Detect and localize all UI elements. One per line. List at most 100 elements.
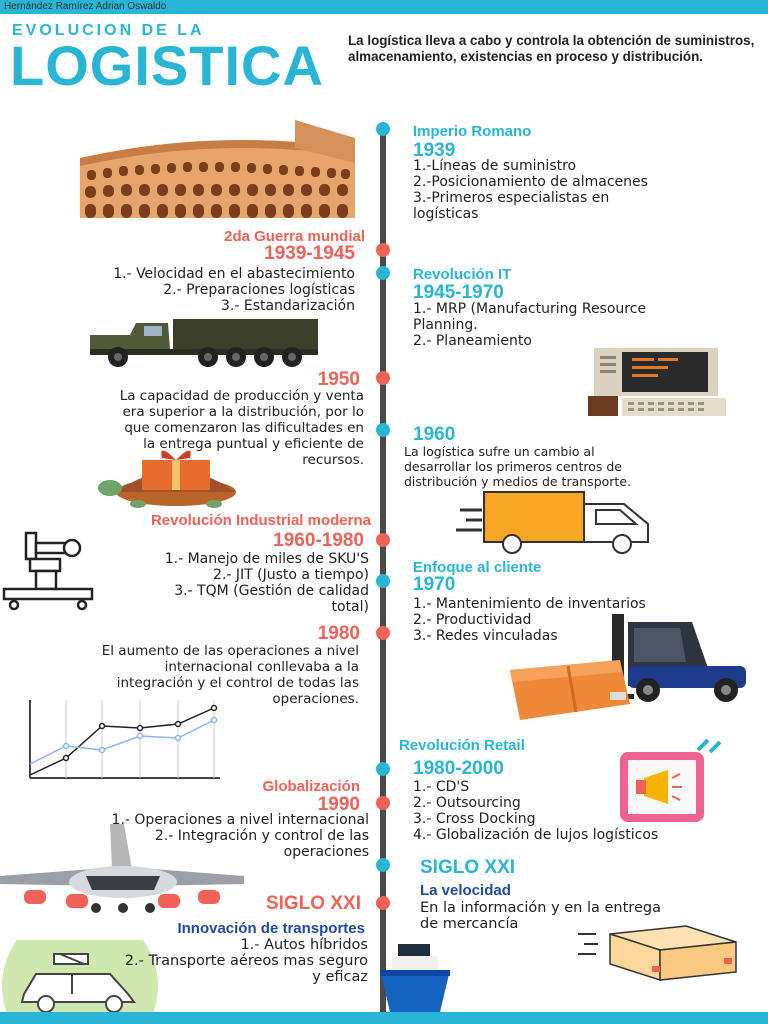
list-item: 3.- Estandarización — [220, 298, 355, 314]
timeline-dot — [376, 266, 390, 280]
text-line: internacional conllevaba a la — [164, 659, 359, 675]
text-line: El aumento de las operaciones a nivel — [101, 643, 359, 659]
cliente-title: Enfoque al cliente — [413, 559, 542, 576]
y1980-text: El aumento de las operaciones a nivel in… — [102, 643, 359, 707]
siglo-right-title: SIGLO XXI — [420, 857, 516, 878]
text-line: En la información y en la entrega — [420, 900, 661, 916]
list-item: 4.- Globalización de lujos logísticos — [413, 827, 659, 843]
text-line: la entrega puntual y eficiente de — [143, 436, 364, 452]
list-item: y eficaz — [312, 969, 368, 985]
guerra-year: 1939-1945 — [264, 243, 355, 264]
retail-title: Revolución Retail — [399, 737, 525, 754]
hybrid-car-icon — [2, 940, 158, 1016]
line-chart-icon — [29, 700, 220, 779]
timeline-dot — [376, 243, 390, 257]
y1960-text: La logística sufre un cambio al desarrol… — [404, 444, 631, 489]
list-item: 1.- Manejo de miles de SKU'S — [164, 551, 369, 567]
list-item: operaciones — [283, 844, 369, 860]
siglo-left-list: 1.- Autos híbridos 2.- Transporte aéreos… — [125, 937, 368, 985]
list-item: 3.- TQM (Gestión de calidad — [174, 583, 369, 599]
turtle-gift-icon — [98, 450, 236, 508]
retail-year: 1980-2000 — [413, 758, 504, 779]
list-item: 2.-Posicionamiento de almacenes — [413, 174, 648, 190]
industrial-list: 1.- Manejo de miles de SKU'S 2.- JIT (Ju… — [165, 551, 369, 615]
industrial-year: 1960-1980 — [273, 530, 364, 551]
list-item: total) — [331, 599, 369, 615]
list-item: logísticas — [413, 206, 479, 222]
list-item: 1.- MRP (Manufacturing Resource — [413, 301, 647, 317]
colosseum-icon — [80, 120, 355, 218]
list-item: 1.- Operaciones a nivel internacional — [111, 812, 369, 828]
timeline-dot — [376, 762, 390, 776]
list-item: 3.- Redes vinculadas — [413, 628, 558, 644]
revit-year: 1945-1970 — [413, 282, 504, 303]
intro-text: La logística lleva a cabo y controla la … — [348, 33, 755, 64]
y1960-year: 1960 — [413, 424, 456, 445]
imperio-list: 1.-Líneas de suministro 2.-Posicionamien… — [413, 158, 648, 222]
siglo-right-subtitle: La velocidad — [420, 882, 511, 899]
timeline-dot — [376, 626, 390, 640]
guerra-list: 1.- Velocidad en el abastecimiento 2.- P… — [113, 266, 355, 314]
timeline-dot — [376, 858, 390, 872]
military-truck-icon — [90, 319, 318, 367]
text-line: recursos. — [302, 452, 364, 468]
timeline-dot — [376, 371, 390, 385]
top-bar: Hernández Ramírez Adrian Oswaldo — [0, 0, 768, 14]
text-line: integración y el control de todas las — [116, 675, 359, 691]
industrial-title: Revolución Industrial moderna — [150, 512, 371, 529]
list-item: 2.- Transporte aéreos mas seguro — [124, 953, 368, 969]
imperio-year: 1939 — [413, 140, 456, 161]
list-item: 1.- Velocidad en el abastecimiento — [113, 266, 355, 282]
robot-arm-icon — [2, 531, 94, 611]
list-item: 3.-Primeros especialistas en — [413, 190, 610, 206]
timeline-dot — [376, 796, 390, 810]
y1950-text: La capacidad de producción y venta era s… — [120, 388, 364, 468]
global-list: 1.- Operaciones a nivel internacional 2.… — [112, 812, 369, 860]
main-title: LOGISTICA — [10, 34, 324, 97]
timeline-axis — [380, 126, 386, 1012]
siglo-right-text: En la información y en la entrega de mer… — [420, 900, 661, 932]
text-line: era superior a la distribución, por lo — [122, 404, 365, 420]
forklift-icon — [510, 614, 746, 720]
revit-title: Revolución IT — [413, 266, 512, 283]
airplane-icon — [0, 824, 244, 913]
revit-list: 1.- MRP (Manufacturing Resource Planning… — [413, 301, 646, 349]
guerra-title: 2da Guerra mundial — [224, 228, 365, 245]
y1980-year: 1980 — [317, 623, 360, 644]
ship-icon — [380, 944, 450, 1012]
list-item: 2.- Outsourcing — [413, 795, 521, 811]
bottom-bar — [0, 1012, 768, 1024]
author-name: Hernández Ramírez Adrian Oswaldo — [4, 1, 167, 12]
list-item: 2.- Productividad — [413, 612, 532, 628]
global-year: 1990 — [317, 794, 360, 815]
timeline-dot — [376, 896, 390, 910]
list-item: 1.- Mantenimiento de inventarios — [413, 596, 646, 612]
list-item: 1.- CD'S — [413, 779, 470, 795]
list-item: 2.- Preparaciones logísticas — [163, 282, 355, 298]
box-speed-icon — [578, 925, 737, 982]
list-item: 3.- Cross Docking — [413, 811, 536, 827]
timeline-dot — [376, 423, 390, 437]
computer-icon — [588, 348, 726, 416]
retail-list: 1.- CD'S 2.- Outsourcing 3.- Cross Docki… — [413, 779, 658, 843]
siglo-left-subtitle: Innovación de transportes — [177, 920, 365, 937]
supertitle: EVOLUCION DE LA — [12, 22, 205, 39]
list-item: 1.- Autos híbridos — [240, 937, 368, 953]
tablet-megaphone-icon — [620, 738, 722, 822]
cliente-year: 1970 — [413, 574, 456, 595]
text-line: desarrollar los primeros centros de — [404, 459, 622, 474]
text-line: distribución y medios de transporte. — [404, 474, 631, 489]
timeline-dot — [376, 122, 390, 136]
text-line: que comenzaron las dificultades en — [124, 420, 364, 436]
list-item: 2.- JIT (Justo a tiempo) — [213, 567, 369, 583]
list-item: Planning. — [413, 317, 478, 333]
y1950-year: 1950 — [317, 369, 360, 390]
list-item: 1.-Líneas de suministro — [413, 158, 577, 174]
imperio-title: Imperio Romano — [413, 123, 532, 140]
text-line: operaciones. — [272, 691, 359, 707]
delivery-truck-icon — [456, 491, 649, 554]
list-item: 2.- Planeamiento — [413, 333, 532, 349]
global-title: Globalización — [262, 778, 360, 795]
list-item: 2.- Integración y control de las — [154, 828, 369, 844]
siglo-left-title: SIGLO XXI — [265, 893, 361, 914]
